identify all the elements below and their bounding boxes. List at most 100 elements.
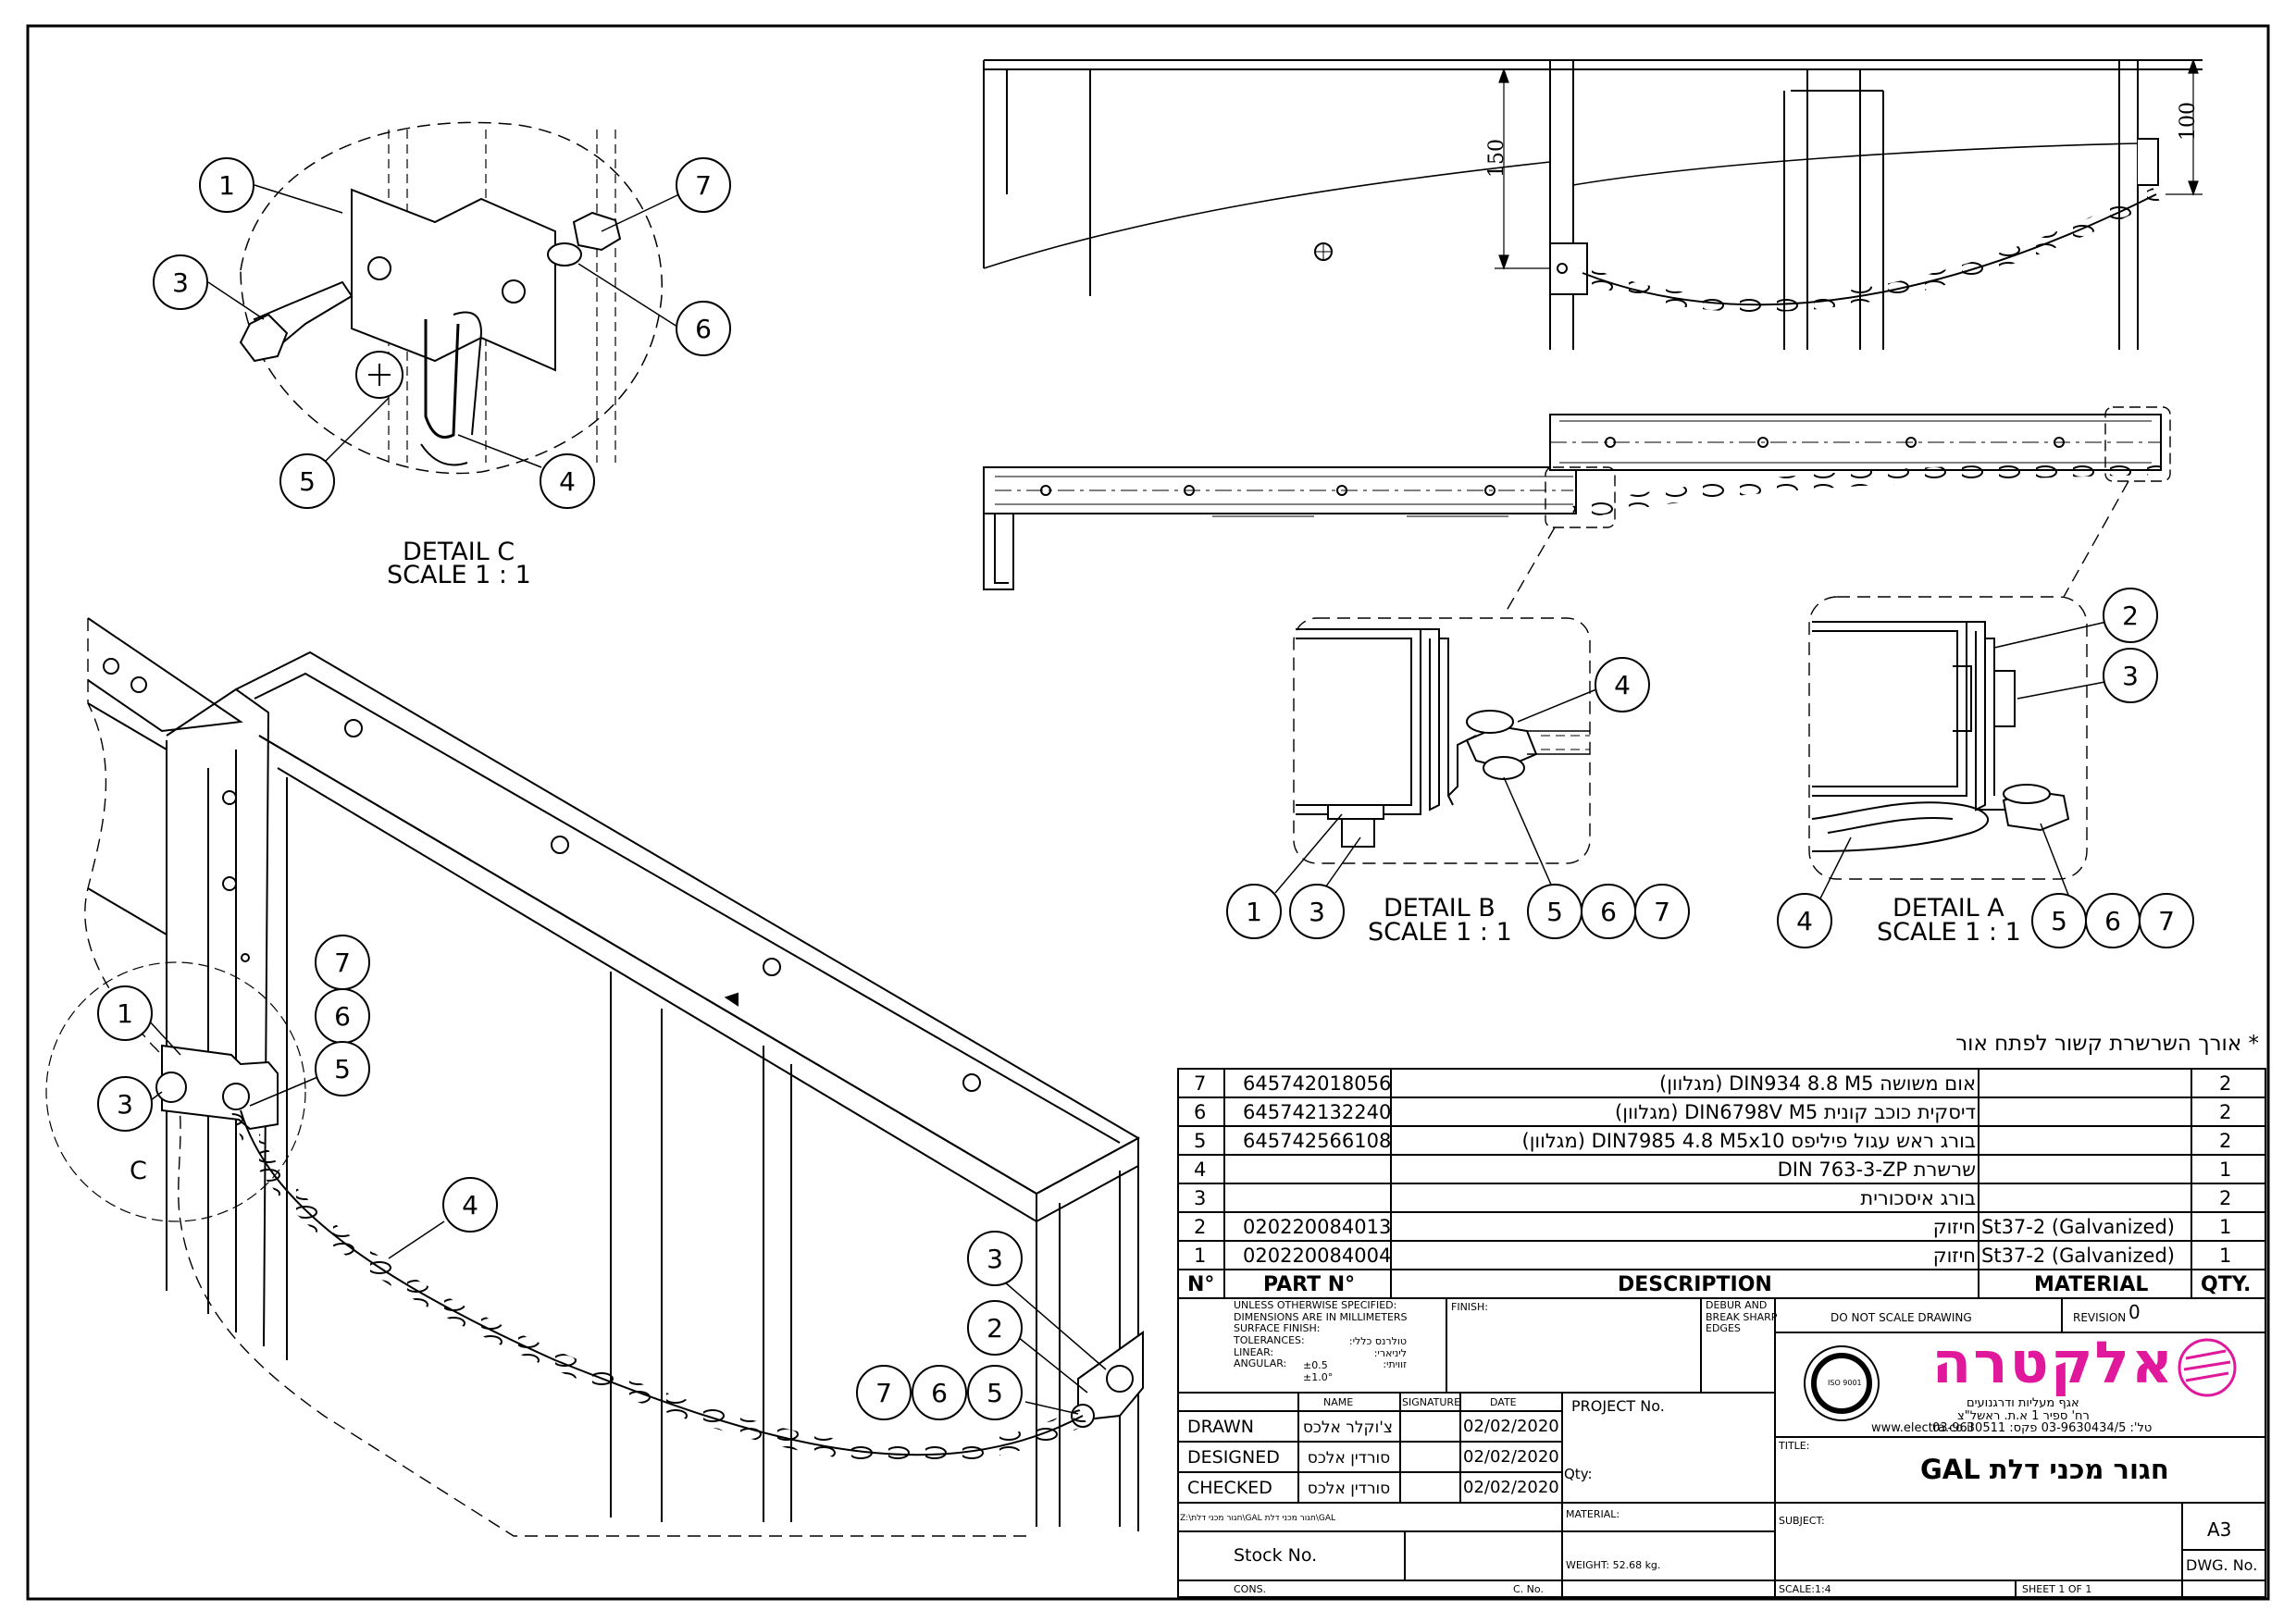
bom-row-qty: 2 xyxy=(2219,1072,2232,1095)
iso-seal xyxy=(1804,1345,1880,1421)
bom-row-qty: 2 xyxy=(2219,1101,2232,1123)
sheet-size: A3 xyxy=(2207,1518,2232,1541)
balloon-i6: 6 xyxy=(315,988,370,1044)
material-label: MATERIAL: xyxy=(1566,1508,1620,1520)
scale-label: SCALE:1:4 xyxy=(1779,1583,1831,1595)
balloon-c7: 7 xyxy=(676,157,731,213)
balloon-i7: 7 xyxy=(315,935,370,990)
sheet-border xyxy=(26,24,2270,1601)
qty-label: Qty: xyxy=(1564,1466,1593,1482)
detail-c-scale: SCALE 1 : 1 xyxy=(387,561,531,589)
title-label: TITLE: xyxy=(1779,1440,1810,1452)
bom-row-material: St37-2 (Galvanized) xyxy=(1981,1245,2175,1267)
bom-row-no: 2 xyxy=(1194,1216,1207,1238)
col-name: NAME xyxy=(1323,1396,1354,1408)
drawing-title: חגור מכני דלת GAL xyxy=(1920,1454,2169,1485)
balloon-i5b: 5 xyxy=(967,1365,1023,1420)
bom-row-no: 6 xyxy=(1194,1101,1207,1123)
bom-row-qty: 1 xyxy=(2219,1245,2232,1267)
company-web: www.electra.co.il xyxy=(1871,1421,1974,1435)
revision-value: 0 xyxy=(2128,1301,2141,1323)
col-signature: SIGNATURE xyxy=(1402,1396,1461,1408)
title-block-grid xyxy=(1177,1297,2266,1598)
bom-row-description: בורג ראש עגול פיליפס DIN7985 4.8 M5x10 (… xyxy=(1521,1130,1976,1152)
checked-label: CHECKED xyxy=(1187,1478,1272,1498)
drawn-date: 02/02/2020 xyxy=(1463,1417,1559,1436)
bom-row-part: 020220084013 xyxy=(1243,1216,1392,1238)
detail-a-title: DETAIL A xyxy=(1893,894,2004,923)
file-path: Z:\חגור מכני דלת\GAL חגור מכני דלת\GAL xyxy=(1180,1514,1336,1523)
plan-view xyxy=(983,406,2171,616)
bom-header-part: PART N° xyxy=(1263,1273,1356,1296)
bom-row-material: St37-2 (Galvanized) xyxy=(1981,1216,2175,1238)
detail-a-view xyxy=(1808,596,2088,880)
detail-c-letter: C xyxy=(130,1157,147,1185)
bom-row-qty: 1 xyxy=(2219,1158,2232,1181)
project-no-label: PROJECT No. xyxy=(1571,1397,1665,1415)
detail-c-title: DETAIL C xyxy=(403,538,515,566)
isometric-leaders xyxy=(143,1019,1107,1415)
isometric-view xyxy=(45,617,1144,1537)
front-elevation xyxy=(983,59,2203,350)
revision-label: REVISION xyxy=(2073,1311,2127,1324)
bom-row-qty: 1 xyxy=(2219,1216,2232,1238)
balloon-b1: 1 xyxy=(1226,884,1282,939)
bom-row-part: 645742566108 xyxy=(1243,1130,1392,1152)
bom-header-no: N° xyxy=(1187,1273,1215,1296)
bom-row-description: שרשרת DIN 763-3-ZP xyxy=(1777,1158,1976,1181)
detail-c-view xyxy=(239,121,663,475)
bom-row-part: 645742018056 xyxy=(1243,1072,1392,1095)
bom-row-description: חיזוק xyxy=(1932,1245,1976,1267)
bom-header-description: DESCRIPTION xyxy=(1618,1273,1772,1296)
dimension-100: 100 xyxy=(2177,102,2200,141)
subject-label: SUBJECT: xyxy=(1779,1515,1825,1527)
detail-a-leaders xyxy=(1813,619,2116,912)
c-no-label: C. No. xyxy=(1513,1583,1544,1595)
detail-b-view xyxy=(1293,617,1591,864)
dwg-no-label: DWG. No. xyxy=(2186,1556,2258,1574)
bom-row-no: 1 xyxy=(1194,1245,1207,1267)
balloon-a4: 4 xyxy=(1777,893,1832,948)
checked-name: סורדין אלכס xyxy=(1307,1480,1391,1498)
electra-logo-mark xyxy=(2178,1338,2237,1397)
balloon-c6: 6 xyxy=(676,301,731,356)
debur-note: DEBUR AND BREAK SHARP EDGES xyxy=(1706,1299,1778,1335)
bom-row-qty: 2 xyxy=(2219,1130,2232,1152)
col-date: DATE xyxy=(1490,1396,1517,1408)
company-dept: אגף מעליות ודרגנועים xyxy=(1967,1396,2079,1410)
cons-label: CONS. xyxy=(1234,1583,1267,1595)
balloon-b3: 3 xyxy=(1289,884,1345,939)
balloon-i3: 3 xyxy=(97,1076,153,1132)
balloon-i6b: 6 xyxy=(912,1365,967,1420)
sheet-label: SHEET 1 OF 1 xyxy=(2022,1583,2092,1595)
balloon-i3b: 3 xyxy=(967,1231,1023,1286)
designed-name: סורדין אלכס xyxy=(1307,1449,1391,1468)
balloon-c5: 5 xyxy=(279,453,335,509)
balloon-b7: 7 xyxy=(1634,884,1690,939)
dimension-lines xyxy=(1495,58,2203,270)
balloon-a5: 5 xyxy=(2031,893,2087,948)
checked-date: 02/02/2020 xyxy=(1463,1478,1559,1497)
company-logo-text: אלקטרה xyxy=(1931,1329,2175,1396)
balloon-b5: 5 xyxy=(1527,884,1582,939)
bom-table-grid xyxy=(1177,1068,2266,1299)
bom-row-description: דיסקית כוכב קונית DIN6798V M5 (מגלוון) xyxy=(1615,1101,1976,1123)
detail-a-scale: SCALE 1 : 1 xyxy=(1877,918,2021,947)
balloon-i4: 4 xyxy=(442,1177,498,1233)
balloon-i2: 2 xyxy=(967,1300,1023,1356)
bom-row-part: 020220084004 xyxy=(1243,1245,1392,1267)
tolerance-notes: UNLESS OTHERWISE SPECIFIED: DIMENSIONS A… xyxy=(1234,1299,1408,1370)
drawn-label: DRAWN xyxy=(1187,1417,1255,1437)
balloon-b4: 4 xyxy=(1595,657,1650,712)
bom-header-material: MATERIAL xyxy=(2034,1273,2149,1296)
balloon-c3: 3 xyxy=(153,254,208,310)
balloon-a3: 3 xyxy=(2103,648,2158,703)
balloon-a2: 2 xyxy=(2103,588,2158,643)
balloon-c1: 1 xyxy=(199,157,254,213)
tolerance-hebrew: טולרנס כללי: ליניארי: זוויתי: xyxy=(1348,1335,1407,1371)
designed-label: DESIGNED xyxy=(1187,1447,1280,1468)
bom-row-no: 7 xyxy=(1194,1072,1207,1095)
finish-label: FINISH: xyxy=(1451,1301,1489,1313)
balloon-c4: 4 xyxy=(540,453,595,509)
